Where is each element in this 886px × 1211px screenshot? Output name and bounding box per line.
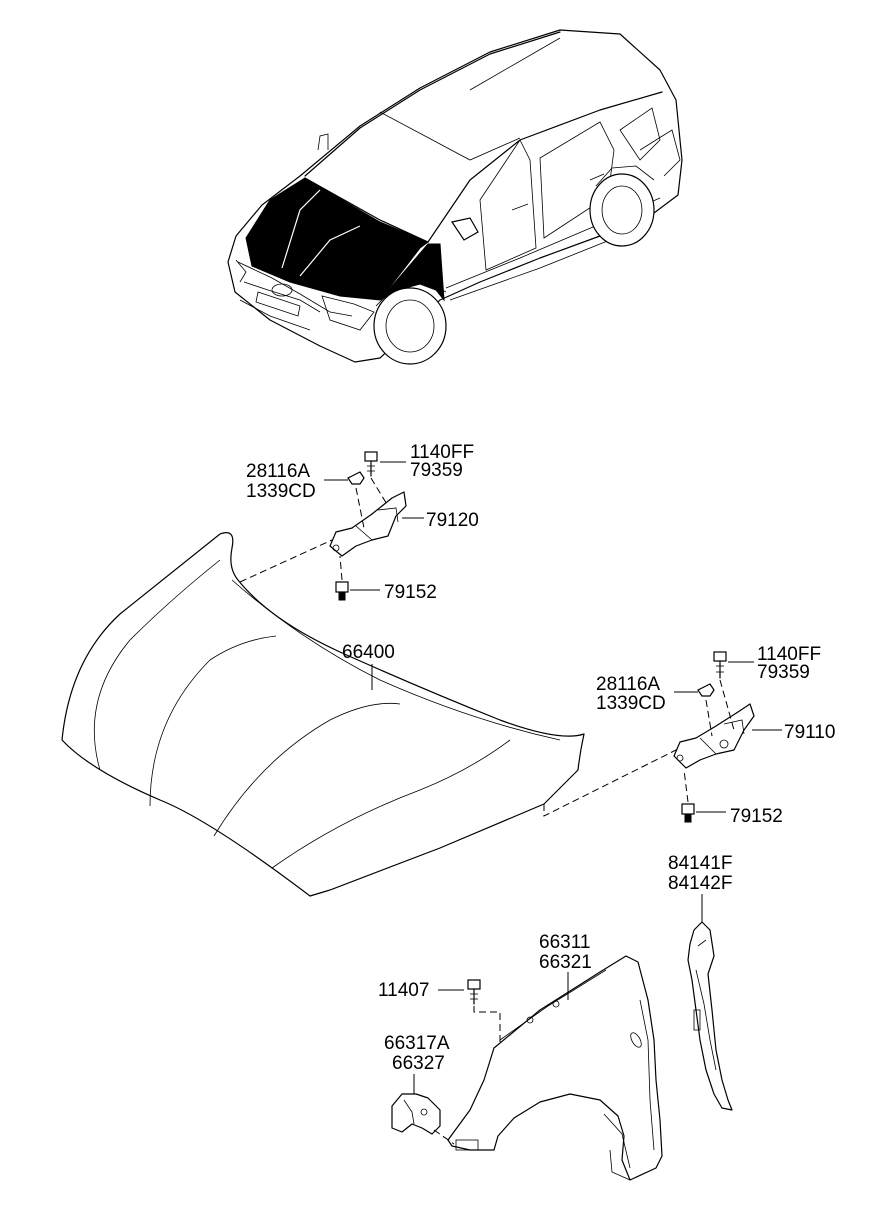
right-hinge-lower-bolt bbox=[681, 803, 695, 823]
left-hinge-lower-bolt-label: 79152 bbox=[384, 582, 437, 603]
left-hinge-bolt-label-2: 79359 bbox=[410, 460, 463, 481]
right-hinge-bolt-label-1: 1140FF bbox=[757, 644, 821, 665]
left-hinge-bolt-dashline bbox=[370, 477, 389, 507]
right-hinge-nut-label-2: 1339CD bbox=[596, 693, 666, 714]
right-hinge-label: 79110 bbox=[784, 722, 835, 743]
fender-bracket-dashline bbox=[433, 1129, 455, 1145]
right-hinge-bolt-label-2: 79359 bbox=[757, 662, 810, 683]
left-hinge-bolt bbox=[364, 451, 378, 477]
left-hinge-nut-label-1: 28116A bbox=[246, 461, 310, 482]
fender-bracket bbox=[391, 1093, 441, 1135]
fender-bracket-label-2: 66327 bbox=[392, 1053, 445, 1074]
right-hinge-bolt-dashline bbox=[719, 679, 735, 731]
fender-insulator bbox=[687, 921, 733, 1111]
fender-insulator-label-1: 84141F bbox=[668, 853, 732, 874]
fender-label-1: 66311 bbox=[539, 932, 590, 953]
fender-insulator-label-2: 84142F bbox=[668, 873, 732, 894]
right-hinge-nut-dashline bbox=[705, 699, 713, 737]
right-hinge-bolt bbox=[713, 651, 727, 679]
left-hinge-lower-dashline bbox=[339, 555, 343, 581]
right-hinge-lower-bolt-label: 79152 bbox=[730, 806, 783, 827]
fender-bolt bbox=[467, 979, 481, 1005]
left-hinge-nut-label-2: 1339CD bbox=[246, 481, 316, 502]
right-hinge-nut-label-1: 28116A bbox=[596, 674, 660, 695]
fender-bolt-dashline bbox=[473, 1006, 501, 1044]
front-fender bbox=[447, 955, 663, 1181]
left-hinge-bolt-label-1: 1140FF bbox=[410, 442, 474, 463]
hood-left-hinge-dashline bbox=[239, 539, 333, 583]
right-hood-hinge bbox=[673, 703, 755, 769]
left-hinge-nut bbox=[347, 471, 365, 485]
fender-bracket-label-1: 66317A bbox=[384, 1033, 450, 1054]
left-hood-hinge bbox=[329, 491, 407, 557]
left-hinge-label: 79120 bbox=[426, 510, 479, 531]
car-overview-illustration bbox=[227, 29, 683, 365]
hood-label: 66400 bbox=[342, 642, 395, 663]
left-hinge-lower-bolt bbox=[335, 581, 349, 601]
fender-label-2: 66321 bbox=[539, 952, 592, 973]
left-hinge-nut-dashline bbox=[355, 487, 365, 529]
right-hinge-nut bbox=[697, 683, 715, 697]
hood-panel bbox=[61, 532, 585, 897]
right-hinge-lower-dashline bbox=[683, 769, 689, 803]
hood-right-hinge-dashline bbox=[543, 747, 681, 817]
fender-bolt-label: 11407 bbox=[378, 980, 429, 1001]
